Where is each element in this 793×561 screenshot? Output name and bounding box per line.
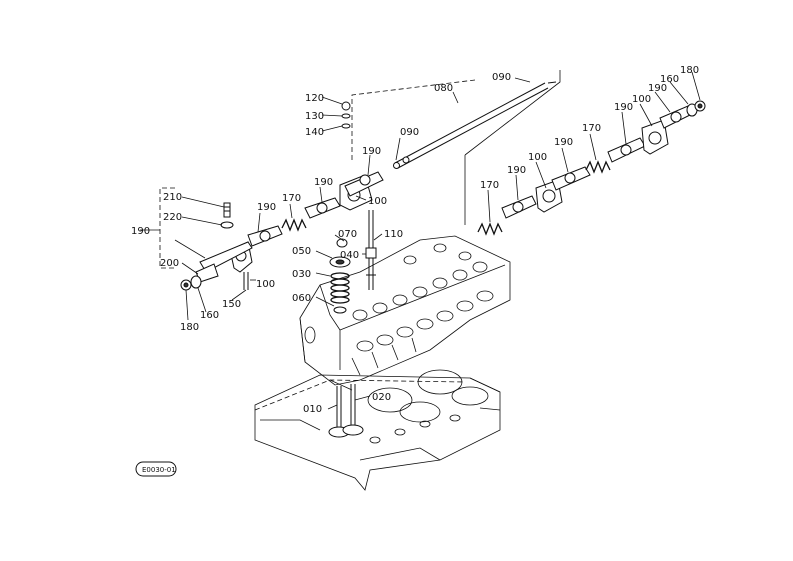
label-190-right-d: 190 [648, 83, 667, 94]
cylinder-head [299, 235, 511, 386]
label-050: 050 [292, 246, 311, 257]
label-080: 080 [434, 83, 453, 94]
label-010: 010 [303, 404, 322, 415]
leader-lines [174, 71, 701, 410]
drawing-code-badge: E0030-01 [135, 461, 177, 477]
label-170-right: 170 [582, 123, 601, 134]
valve-spring-assembly [329, 238, 351, 314]
label-170-mid: 170 [480, 180, 499, 191]
label-110: 110 [384, 229, 403, 240]
label-020: 020 [372, 392, 391, 403]
label-090-mid: 090 [400, 127, 419, 138]
label-040: 040 [340, 250, 359, 261]
rocker-group-left [140, 187, 253, 291]
rocker-arm-7 [607, 119, 669, 163]
part-labels: 120 130 140 080 090 090 190 190 190 190 … [131, 65, 699, 415]
label-190-mid: 190 [314, 177, 333, 188]
label-100-d: 100 [632, 94, 651, 105]
label-150: 150 [222, 299, 241, 310]
label-100-a: 100 [368, 196, 387, 207]
label-190-left: 190 [257, 202, 276, 213]
label-190-right-a: 190 [507, 165, 526, 176]
label-220: 220 [163, 212, 182, 223]
rocker-arm-6 [551, 160, 611, 191]
label-090-top: 090 [492, 72, 511, 83]
label-190-right-c: 190 [614, 102, 633, 113]
label-160-left: 160 [200, 310, 219, 321]
push-rod [365, 210, 377, 290]
exhaust-valve [342, 384, 364, 436]
label-030: 030 [292, 269, 311, 280]
label-190-bracket: 190 [131, 226, 150, 237]
label-070: 070 [338, 229, 357, 240]
label-100-b: 100 [256, 279, 275, 290]
rocker-arm-8 [659, 100, 706, 129]
cylinder-block [254, 369, 501, 491]
label-200: 200 [160, 258, 179, 269]
label-130: 130 [305, 111, 324, 122]
label-180-right: 180 [680, 65, 699, 76]
drawing-code: E0030-01 [142, 466, 176, 474]
shaft-bracket [351, 70, 561, 225]
label-190-top: 190 [362, 146, 381, 157]
label-120: 120 [305, 93, 324, 104]
label-100-c: 100 [528, 152, 547, 163]
label-060: 060 [292, 293, 311, 304]
label-170-left: 170 [282, 193, 301, 204]
rocker-arm-2 [247, 218, 307, 247]
rocker-arm-4 [341, 101, 384, 197]
label-140: 140 [305, 127, 324, 138]
label-190-right-b: 190 [554, 137, 573, 148]
label-160-right: 160 [660, 74, 679, 85]
label-180-left: 180 [180, 322, 199, 333]
rocker-shaft [393, 81, 557, 169]
label-210: 210 [163, 192, 182, 203]
